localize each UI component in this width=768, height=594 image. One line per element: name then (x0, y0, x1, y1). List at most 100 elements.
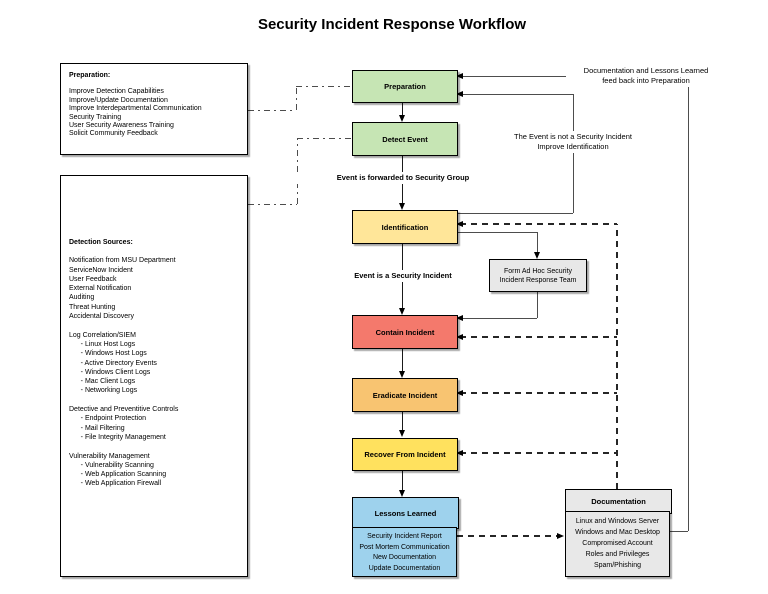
node-identification: Identification (352, 210, 458, 244)
flow-contain-to-eradicate (402, 347, 403, 373)
preparation-panel-item: User Security Awareness Training (69, 122, 174, 130)
connector-form-to-contain-v (537, 290, 538, 318)
node-lessons-learned: Lessons Learned (352, 497, 459, 529)
label-doc-feedback: Documentation and Lessons Learned feed b… (566, 65, 726, 87)
dashdot-prep-panel-h2 (248, 110, 296, 111)
connector-ident-to-form-h (456, 232, 537, 233)
detection-source-line: - Windows Host Logs (69, 350, 147, 358)
arrowhead-into-detect (398, 115, 405, 122)
dashdot-prep-panel-h1 (296, 86, 352, 87)
detection-source-line: Notification from MSU Department (69, 257, 176, 265)
connector-not-incident-top (460, 94, 573, 95)
documentation-item: Linux and Windows Server (575, 518, 660, 525)
dashed-lessons-to-doc (457, 535, 557, 537)
detection-source-line: - Vulnerability Scanning (69, 461, 154, 469)
documentation-item: Spam/Phishing (593, 562, 642, 569)
connector-not-incident-vertical (573, 94, 574, 213)
diagram-title: Security Incident Response Workflow (257, 16, 527, 33)
preparation-panel: Preparation: Improve Detection Capabilit… (60, 63, 248, 155)
node-contain-incident: Contain Incident (352, 315, 458, 349)
flow-prep-to-detect (402, 101, 403, 117)
connector-doc-to-prep-bottom (670, 531, 688, 532)
arrowhead-dashed-recover (456, 449, 463, 456)
documentation-item: Compromised Account (582, 540, 653, 547)
arrowhead-into-recover (398, 430, 405, 437)
preparation-panel-item: Improve Detection Capabilities (69, 88, 164, 96)
arrowhead-dashed-eradicate (456, 389, 463, 396)
detection-source-line: - File Integrity Management (69, 433, 166, 441)
lessons-learned-item: Update Documentation (368, 564, 441, 572)
dashed-doc-feedback-vertical (616, 224, 618, 489)
dashdot-detect-panel-h2 (248, 204, 297, 205)
documentation-item: Windows and Mac Desktop (575, 529, 660, 536)
dashdot-detect-panel-v (297, 138, 298, 204)
detection-source-line: - Endpoint Protection (69, 415, 147, 423)
detection-source-line: Log Correlation/SIEM (69, 331, 136, 339)
detection-source-line: - Active Directory Events (69, 359, 157, 367)
arrowhead-into-contain (398, 308, 405, 315)
detection-source-line: - Windows Client Logs (69, 368, 151, 376)
detection-source-line: Vulnerability Management (69, 452, 150, 460)
detection-source-line: Accidental Discovery (69, 313, 134, 321)
preparation-panel-item: Solicit Community Feedback (69, 130, 158, 138)
node-preparation: Preparation (352, 70, 458, 103)
arrowhead-dashed-contain (456, 333, 463, 340)
dashed-into-identification (460, 223, 617, 225)
dashed-into-recover (460, 452, 617, 454)
flow-eradicate-to-recover (402, 410, 403, 432)
detection-source-line: External Notification (69, 285, 132, 293)
detection-source-line (69, 442, 239, 451)
preparation-panel-item: Improve Interdepartmental Communication (69, 105, 202, 113)
node-form-adhoc-team: Form Ad Hoc Security Incident Response T… (489, 259, 587, 292)
arrowhead-into-identification (398, 203, 405, 210)
detection-source-line: - Web Application Scanning (69, 471, 167, 479)
dashed-into-eradicate (460, 392, 617, 394)
detection-source-line (69, 396, 239, 405)
dashed-into-contain (460, 336, 617, 338)
arrowhead-into-lessons (398, 490, 405, 497)
preparation-panel-item: Improve/Update Documentation (69, 96, 168, 104)
detection-sources-panel: Detection Sources: Notification from MSU… (60, 175, 248, 577)
arrowhead-into-form-adhoc (533, 252, 540, 259)
arrowhead-dashed-identification (456, 220, 463, 227)
detection-source-line: - Web Application Firewall (69, 480, 162, 488)
connector-not-incident-bottom (456, 213, 573, 214)
node-recover-from-incident: Recover From Incident (352, 438, 458, 471)
detection-source-line: - Networking Logs (69, 387, 138, 395)
preparation-panel-heading: Preparation: (69, 72, 111, 79)
dashdot-detect-panel-h1 (297, 138, 352, 139)
connector-doc-to-prep-vertical (688, 76, 689, 531)
label-event-is-incident: Event is a Security Incident (303, 270, 503, 282)
connector-form-to-contain-h (460, 318, 537, 319)
label-event-not-incident: The Event is not a Security Incident Imp… (483, 131, 663, 153)
lessons-learned-item: Security Incident Report (367, 533, 442, 540)
documentation-item: Roles and Privileges (585, 551, 650, 558)
node-detect-event: Detect Event (352, 122, 458, 156)
arrowhead-into-preparation-2 (456, 90, 463, 97)
detection-source-line: User Feedback (69, 275, 117, 283)
label-event-forwarded: Event is forwarded to Security Group (283, 172, 523, 184)
detection-source-line: Threat Hunting (69, 303, 116, 311)
node-eradicate-incident: Eradicate Incident (352, 378, 458, 412)
detection-source-line: ServiceNow Incident (69, 266, 133, 274)
detection-sources-heading: Detection Sources: (69, 239, 133, 246)
dashdot-prep-panel-v (296, 86, 297, 110)
arrowhead-into-eradicate (398, 371, 405, 378)
lessons-learned-item: New Documentation (372, 554, 437, 561)
detection-source-line: Auditing (69, 294, 95, 302)
detection-source-line (69, 321, 239, 330)
connector-ident-to-form-v (537, 232, 538, 254)
flow-recover-to-lessons (402, 469, 403, 492)
arrowhead-into-contain-solid (456, 314, 463, 321)
arrowhead-into-preparation-1 (456, 72, 463, 79)
detection-source-line: - Mail Filtering (69, 424, 125, 432)
detection-source-line: - Mac Client Logs (69, 378, 136, 386)
preparation-panel-item: Security Training (69, 113, 122, 121)
detection-source-line: - Linux Host Logs (69, 340, 136, 348)
detection-source-line: Detective and Preventitive Controls (69, 406, 179, 414)
